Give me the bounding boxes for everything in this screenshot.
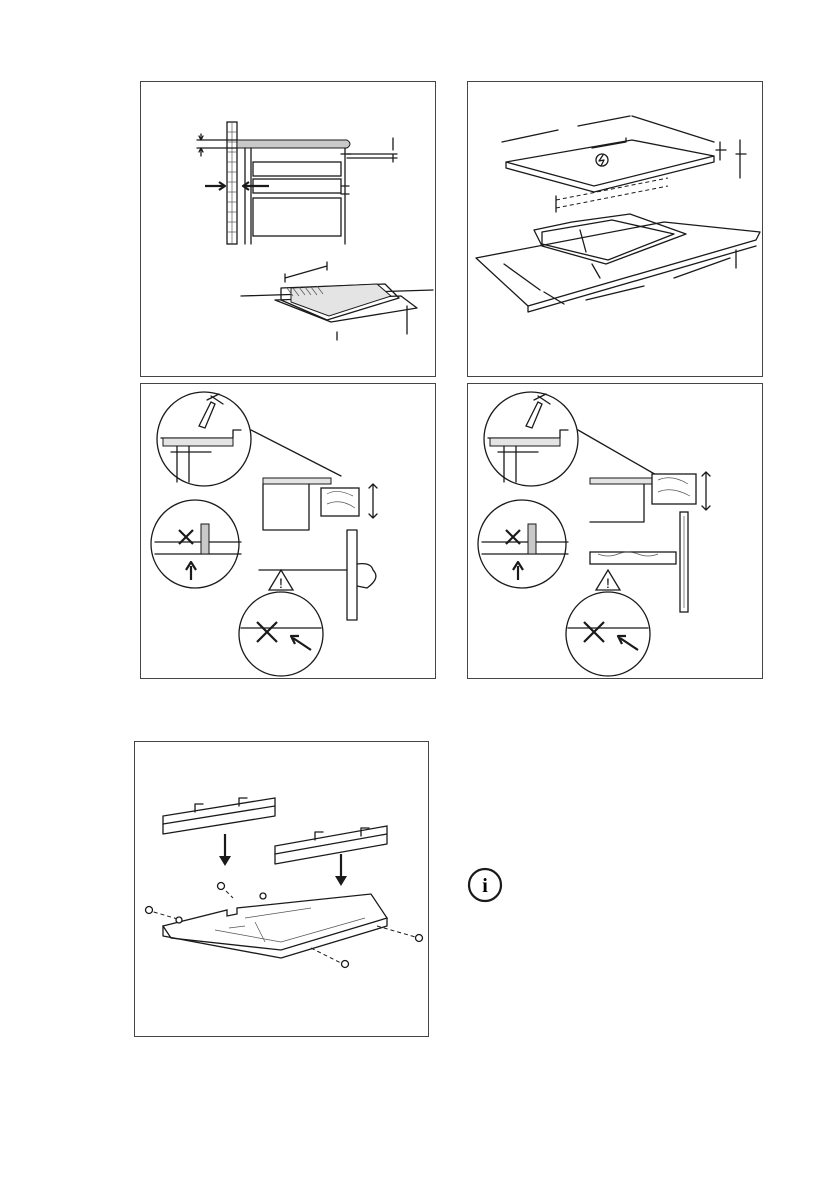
info-icon: i <box>466 866 504 904</box>
cutout-dimensions-drawing <box>468 82 762 376</box>
figure-mounting-brackets <box>134 741 429 1037</box>
sealing-worktop-alt-drawing: ! <box>468 384 762 678</box>
warning-triangle: ! <box>279 575 283 591</box>
warning-triangle: ! <box>606 575 610 591</box>
figure-cabinet-clearance <box>140 81 436 377</box>
figure-sealing-worktop-alt: ! <box>467 383 763 679</box>
figure-cutout-dimensions <box>467 81 763 377</box>
sealing-worktop-drawing: ! <box>141 384 435 678</box>
figure-sealing-worktop: ! <box>140 383 436 679</box>
info-icon-graphic: i <box>466 866 504 904</box>
cabinet-clearance-drawing <box>141 82 435 376</box>
info-icon-glyph: i <box>482 875 488 897</box>
mounting-brackets-drawing <box>135 742 428 1036</box>
